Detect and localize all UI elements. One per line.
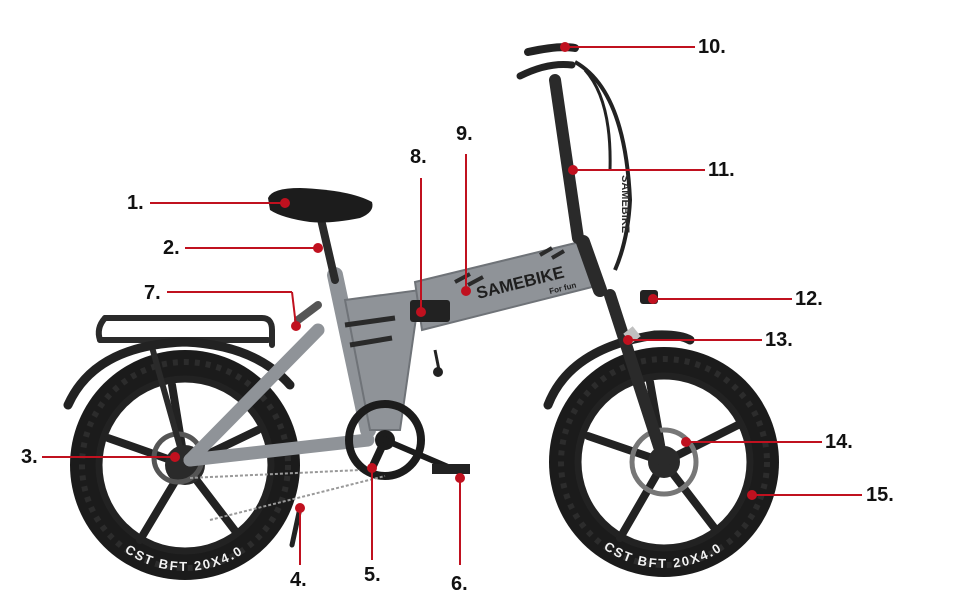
callout-label-2: 2. — [163, 237, 180, 259]
callout-label-4: 4. — [290, 569, 307, 591]
callout-label-12: 12. — [795, 288, 823, 310]
drivetrain — [189, 400, 470, 521]
kickstand — [289, 505, 303, 548]
callout-label-3: 3. — [21, 446, 38, 468]
callout-label-5: 5. — [364, 564, 381, 586]
front-fender — [543, 330, 695, 410]
callout-lines — [42, 42, 862, 565]
callout-label-8: 8. — [410, 146, 427, 168]
callout-label-14: 14. — [825, 431, 853, 453]
frame: SAMEBIKE For fun — [183, 238, 602, 467]
callout-label-9: 9. — [456, 123, 473, 145]
cable-brand-text: SAMEBIKE — [619, 175, 631, 233]
rear-fender — [63, 337, 295, 410]
callout-label-11: 11. — [708, 159, 735, 181]
callout-label-10: 10. — [698, 36, 726, 58]
callout-label-15: 15. — [866, 484, 894, 506]
saddle-assembly — [268, 188, 373, 284]
callout-label-13: 13. — [765, 329, 793, 351]
callout-label-7: 7. — [144, 282, 161, 304]
callout-label-1: 1. — [127, 192, 144, 214]
rear-shock — [294, 301, 322, 324]
callout-label-6: 6. — [451, 573, 468, 595]
